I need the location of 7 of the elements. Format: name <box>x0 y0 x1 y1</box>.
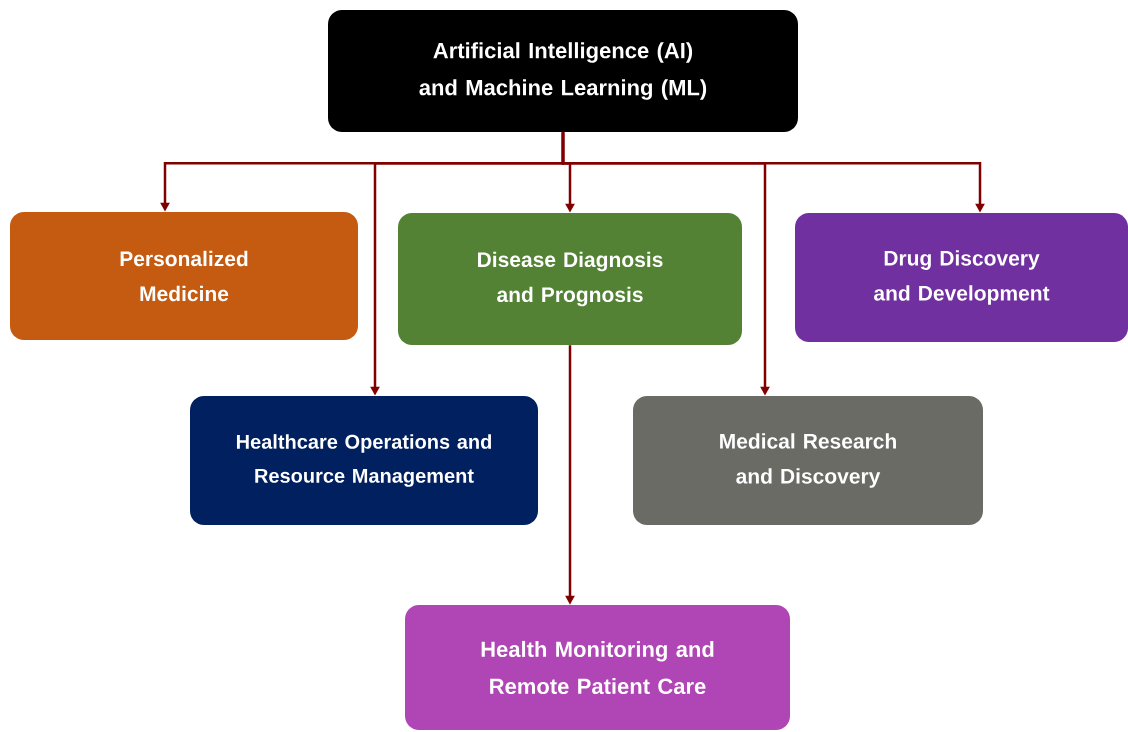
process-box: Artificial Intelligence (AI) and Machine Learning (ML) <box>328 10 798 132</box>
process-box: Drug Discovery and Development <box>795 213 1128 342</box>
process-box: Health Monitoring and Remote Patient Care <box>405 605 790 730</box>
process-box: Medical Research and Discovery <box>633 396 983 525</box>
process-box: Personalized Medicine <box>10 212 358 340</box>
process-box: Disease Diagnosis and Prognosis <box>398 213 742 345</box>
process-box: Healthcare Operations and Resource Management <box>190 396 538 525</box>
